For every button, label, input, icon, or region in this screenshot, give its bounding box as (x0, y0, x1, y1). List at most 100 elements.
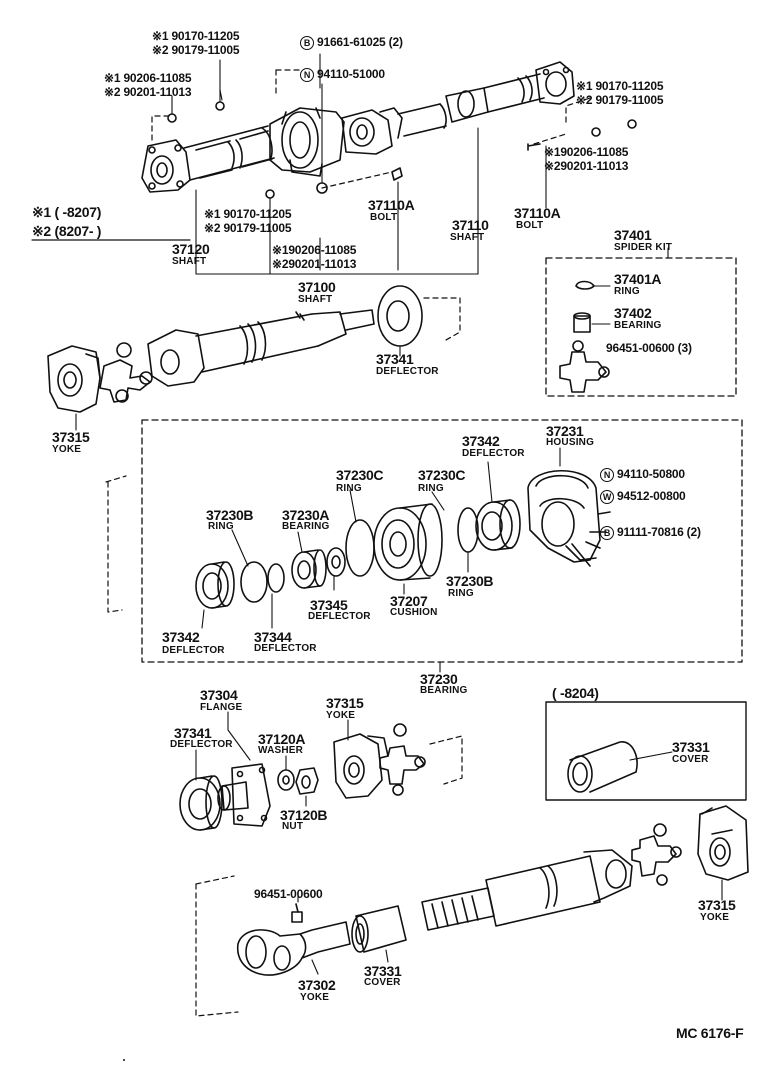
ref-91111-70816-text: 91111-70816 (2) (617, 525, 701, 540)
part-37315-right-name: YOKE (700, 912, 730, 923)
b-mark-icon: B (300, 36, 314, 50)
part-37100: 37100 (298, 279, 336, 295)
part-37110-name: SHAFT (450, 232, 485, 243)
part-37230C-left: 37230C (336, 467, 384, 483)
ref-90179-11005-right: ※2 90179-11005 (576, 93, 664, 107)
part-37230A-name: BEARING (282, 521, 330, 532)
part-37342-lower-name: DEFLECTOR (162, 645, 225, 656)
bottom-leaders (297, 879, 723, 975)
shaft-37100-leaders (75, 345, 401, 431)
ref-96451-00600-kit: 96451-00600 (3) (606, 341, 692, 355)
shaft-37100-dashed (423, 297, 461, 341)
center-bearing-dashed (105, 475, 127, 613)
part-37315-mid: 37315 (326, 695, 364, 711)
part-37230B-left-name: RING (208, 521, 234, 532)
bottom-dashed (195, 875, 239, 1017)
part-37315-left-name: YOKE (52, 444, 82, 455)
part-37341-lower-name: DEFLECTOR (170, 739, 233, 750)
part-37341-lower: 37341 (174, 725, 212, 741)
part-37207-name: CUSHION (390, 607, 438, 618)
part-37230C-right-name: RING (418, 483, 444, 494)
part-37230A: 37230A (282, 507, 330, 523)
part-37120A-name: WASHER (258, 745, 304, 756)
bottom-assembly-drawing (236, 805, 749, 976)
part-37342-upper: 37342 (462, 433, 500, 449)
ref-94512-00800-text: 94512-00800 (617, 489, 686, 504)
part-37344: 37344 (254, 629, 292, 645)
part-37401-name: SPIDER KIT (614, 242, 673, 253)
part-37120B: 37120B (280, 807, 328, 823)
w-mark-icon: W (600, 490, 614, 504)
shaft-37100-drawing (47, 285, 423, 413)
part-37110A-right: 37110A (514, 205, 561, 221)
part-37110: 37110 (452, 217, 489, 233)
part-37304-name: FLANGE (200, 702, 243, 713)
flange-group-leaders (195, 711, 349, 807)
n-mark-icon: N (600, 468, 614, 482)
spider-kit-box (545, 247, 737, 397)
part-37302-name: YOKE (300, 992, 330, 1003)
part-37401: 37401 (614, 227, 652, 243)
part-37230-name: BEARING (420, 685, 468, 696)
ref-90206-11085-right: ※190206-11085 (544, 145, 629, 159)
part-37231-name: HOUSING (546, 437, 595, 448)
center-bearing-box (141, 419, 743, 673)
cover-box-drawing (545, 701, 747, 801)
part-37230C-right: 37230C (418, 467, 466, 483)
part-37230B-right: 37230B (446, 573, 494, 589)
part-37342-lower: 37342 (162, 629, 200, 645)
flange-group-drawing (179, 723, 426, 831)
part-37401A-name: RING (614, 286, 640, 297)
n-mark-icon: N (300, 68, 314, 82)
top-dashed-lines (151, 69, 591, 189)
part-37315-left: 37315 (52, 429, 90, 445)
part-37120-name: SHAFT (172, 256, 207, 267)
part-37315-right: 37315 (698, 897, 736, 913)
part-37345: 37345 (310, 597, 348, 613)
ref-91661-61025-text: 91661-61025 (2) (317, 35, 403, 50)
part-37230B-right-name: RING (448, 588, 474, 599)
part-37230C-left-name: RING (336, 483, 362, 494)
diagram-code: MC 6176-F (676, 1025, 744, 1041)
ref-90206-11085-mid: ※190206-11085 (272, 243, 357, 257)
part-37315-mid-name: YOKE (326, 710, 356, 721)
legend-line-2: ※2 (8207- ) (32, 223, 102, 239)
cover-box-date-range: ( -8204) (552, 685, 599, 701)
ref-96451-00600-bottom: 96451-00600 (254, 887, 323, 901)
part-37402: 37402 (614, 305, 652, 321)
ref-94110-50800-text: 94110-50800 (617, 467, 685, 482)
part-37230B-left: 37230B (206, 507, 254, 523)
ref-90201-11013-mid: ※290201-11013 (272, 257, 357, 271)
ref-90201-11013-left: ※2 90201-11013 (104, 85, 192, 99)
ref-90179-11005-mid: ※2 90179-11005 (204, 221, 292, 235)
part-37342-upper-name: DEFLECTOR (462, 448, 525, 459)
part-37110A-right-name: BOLT (516, 220, 544, 231)
part-37100-name: SHAFT (298, 294, 333, 305)
b-mark-icon: B (600, 526, 614, 540)
part-37344-name: DEFLECTOR (254, 643, 317, 654)
part-37110A-left: 37110A (368, 197, 415, 213)
ref-90201-11013-right: ※290201-11013 (544, 159, 629, 173)
part-37110A-left-name: BOLT (370, 212, 398, 223)
ref-90179-11005-top-left: ※2 90179-11005 (152, 43, 240, 57)
part-37401A: 37401A (614, 271, 662, 287)
part-37207: 37207 (390, 593, 428, 609)
part-37331-bottom: 37331 (364, 963, 402, 979)
ref-90206-11085-left: ※1 90206-11085 (104, 71, 192, 85)
part-37331-box: 37331 (672, 739, 710, 755)
part-37331-box-name: COVER (672, 754, 709, 765)
top-assembly-drawing (141, 61, 637, 199)
legend-line-1: ※1 ( -8207) (32, 204, 102, 220)
part-37345-name: DEFLECTOR (308, 611, 371, 622)
part-37341-top: 37341 (376, 351, 414, 367)
part-37231: 37231 (546, 423, 584, 439)
part-37304: 37304 (200, 687, 238, 703)
part-37341-top-name: DEFLECTOR (376, 366, 439, 377)
part-37331-bottom-name: COVER (364, 977, 401, 988)
part-37120B-name: NUT (282, 821, 304, 832)
ref-90170-11205-top-left: ※1 90170-11205 (152, 29, 240, 43)
part-37402-name: BEARING (614, 320, 662, 331)
